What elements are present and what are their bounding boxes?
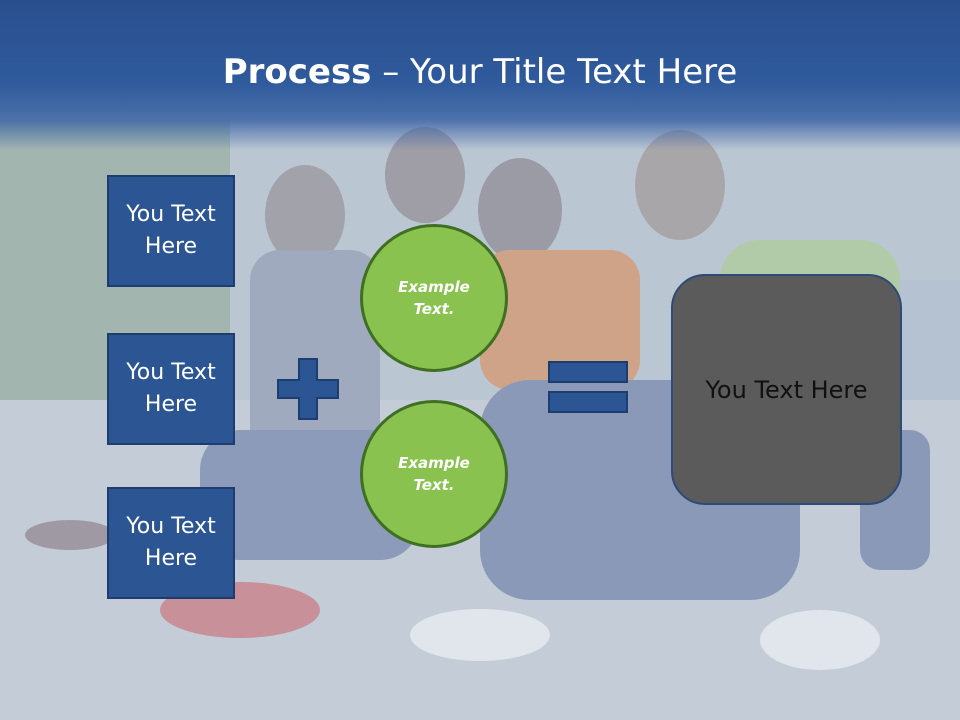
title-bold: Process xyxy=(222,52,372,92)
example-circle-2: Example Text. xyxy=(360,400,508,548)
text-box-3: You Text Here xyxy=(107,487,235,599)
title-rest: – Your Title Text Here xyxy=(371,52,738,92)
result-box: You Text Here xyxy=(671,274,902,505)
equals-icon xyxy=(548,361,628,413)
plus-icon xyxy=(277,358,339,420)
title-bar xyxy=(0,0,960,150)
slide-title: Process – Your Title Text Here xyxy=(0,52,960,92)
text-box-2: You Text Here xyxy=(107,333,235,445)
example-circle-1: Example Text. xyxy=(360,224,508,372)
text-box-1: You Text Here xyxy=(107,175,235,287)
